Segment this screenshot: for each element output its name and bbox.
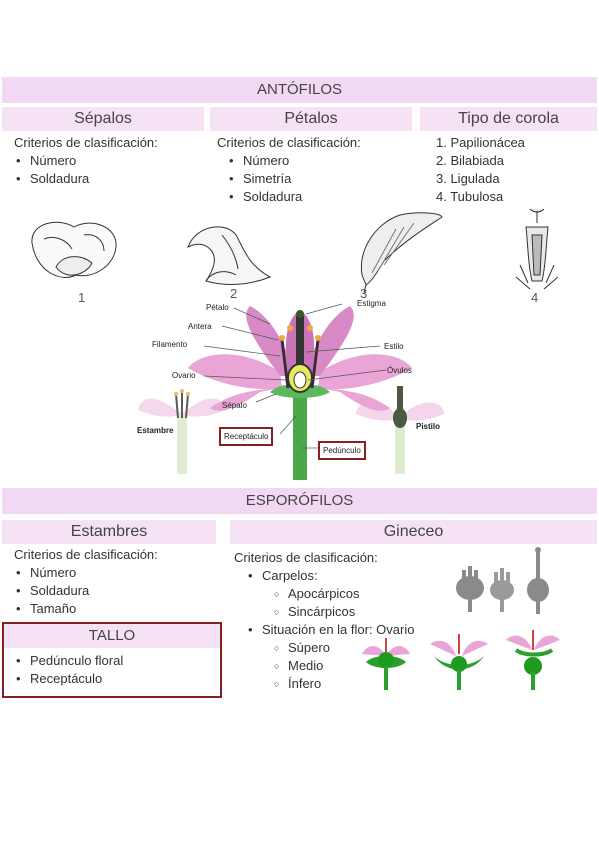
tallo-header: TALLO [4, 624, 220, 648]
gineceo-header: Gineceo [230, 520, 597, 544]
corola-item: 4. Tubulosa [436, 189, 504, 204]
label-estigma: Estigma [357, 299, 386, 308]
petalos-item: Número [229, 152, 302, 170]
gineceo-item-carpelos: Carpelos: [248, 567, 318, 585]
carpelos-type: Apocárpicos [274, 585, 360, 603]
estambres-item: Tamaño [16, 600, 89, 618]
corola-list: 1. Papilionácea 2. Bilabiada 3. Ligulada… [436, 134, 525, 206]
label-estilo: Estilo [384, 342, 404, 351]
corola-figure-number: 2 [230, 286, 238, 301]
carpelos-label: Carpelos: [262, 568, 318, 583]
ovary-position-illustrations [362, 630, 560, 690]
antofilos-title: ANTÓFILOS [2, 77, 597, 103]
situacion-list: Situación en la flor: Ovario [248, 621, 414, 639]
estambres-criteria: Criterios de clasificación: [14, 547, 158, 562]
label-ovario: Ovario [172, 371, 196, 380]
main-flower-icon [188, 306, 412, 480]
flower-anatomy-diagram [138, 303, 444, 480]
stamen-flower-icon [138, 389, 226, 474]
apocarpic-carpel-icon [456, 566, 484, 612]
corola-item: 3. Ligulada [436, 171, 500, 186]
estambres-header: Estambres [2, 520, 216, 544]
papilionacea-sketch-icon [31, 221, 117, 278]
sepalos-criteria: Criterios de clasificación: [14, 135, 158, 150]
estambres-list: Número Soldadura Tamaño [16, 564, 89, 618]
corola-figure-number: 3 [360, 286, 368, 301]
supero-flower-icon [362, 638, 410, 690]
bilabiada-sketch-icon [187, 226, 272, 285]
tallo-box [2, 622, 222, 698]
sepalos-item: Número [16, 152, 89, 170]
tubulosa-sketch-icon [515, 208, 559, 290]
sepalos-list: Número Soldadura [16, 152, 89, 188]
gineceo-item-situacion: Situación en la flor: Ovario [248, 621, 414, 639]
tallo-item: Pedúnculo floral [16, 652, 123, 670]
petalos-header: Pétalos [210, 107, 412, 131]
esporofilos-title: ESPORÓFILOS [2, 488, 597, 514]
petalos-item: Simetría [229, 170, 302, 188]
corola-header: Tipo de corola [420, 107, 597, 131]
label-estambre: Estambre [137, 426, 174, 435]
petalos-item: Soldadura [229, 188, 302, 206]
corola-figure-number: 1 [78, 290, 86, 305]
label-petalo: Pétalo [206, 303, 229, 312]
corola-item: 2. Bilabiada [436, 153, 504, 168]
gineceo-criteria: Criterios de clasificación: [234, 550, 378, 565]
corolla-sketches [31, 208, 559, 294]
gineceo-list: Carpelos: [248, 567, 318, 585]
corola-item: 1. Papilionácea [436, 135, 525, 150]
label-filamento: Filamento [152, 340, 188, 349]
syncarpic-carpel-icon [490, 568, 514, 612]
ligulada-sketch-icon [360, 212, 443, 294]
tallo-item: Receptáculo [16, 670, 123, 688]
situacion-type: Medio [274, 657, 330, 675]
sepalos-header: Sépalos [2, 107, 204, 131]
infero-flower-icon [506, 630, 560, 690]
label-pedunculo: Pedúnculo [318, 441, 366, 460]
estambres-item: Soldadura [16, 582, 89, 600]
sepalos-item: Soldadura [16, 170, 89, 188]
label-receptaculo: Receptáculo [219, 427, 274, 446]
carpel-illustrations [456, 547, 549, 614]
situacion-types-list: Súpero Medio Ínfero [274, 639, 330, 693]
estambres-item: Número [16, 564, 89, 582]
carpelos-types-list: Apocárpicos Sincárpicos [274, 585, 360, 621]
carpelos-type: Sincárpicos [274, 603, 360, 621]
label-sepalo: Sépalo [222, 401, 247, 410]
petalos-criteria: Criterios de clasificación: [217, 135, 361, 150]
medio-flower-icon [430, 634, 488, 690]
label-antera: Antera [188, 322, 212, 331]
label-ovulos: Óvulos [387, 366, 412, 375]
tallo-list: Pedúnculo floral Receptáculo [16, 652, 123, 688]
fused-carpel-icon [527, 547, 549, 614]
situacion-type: Súpero [274, 639, 330, 657]
label-pistilo: Pistilo [416, 422, 441, 431]
corola-figure-number: 4 [531, 290, 539, 305]
petalos-list: Número Simetría Soldadura [229, 152, 302, 206]
situacion-type: Ínfero [274, 675, 330, 693]
